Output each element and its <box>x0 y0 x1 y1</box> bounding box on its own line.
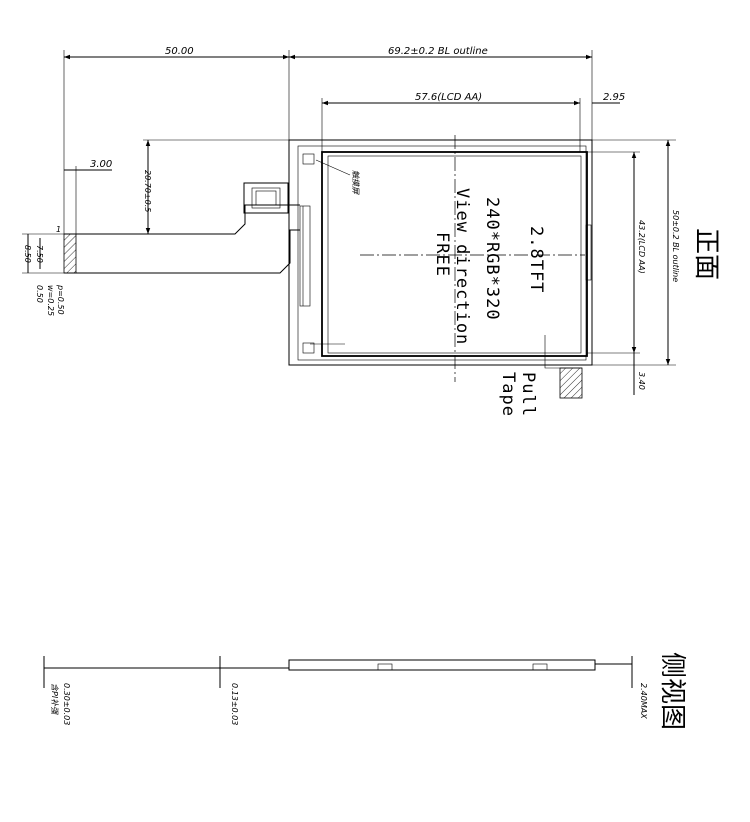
resolution-label: 240*RGB*320 <box>482 197 502 321</box>
dim-left-offset: 50.00 <box>165 46 194 57</box>
side-view: 0.30±0.03 含PI补强 0.13±0.03 2.40MAX 侧视图 <box>43 652 687 730</box>
dim-lcd-aa-width: 57.6(LCD AA) <box>415 92 482 103</box>
dim-lcd-aa-height: 43.2(LCD AA) <box>637 220 646 274</box>
fpc-tail <box>64 204 300 274</box>
view-direction-value: FREE <box>432 232 452 277</box>
lcd-view-area <box>327 155 582 354</box>
panel-label: 2.8TFT <box>526 226 546 293</box>
dim-stiffener-note: 含PI补强 <box>50 683 59 715</box>
dim-fpc-750: 7.50 <box>35 245 44 263</box>
pull-tape-line2: Tape <box>498 372 518 417</box>
dim-fpc-850: 8.50 <box>23 245 32 263</box>
dim-fpc-050: 0.50 <box>35 285 44 303</box>
dim-outline-width: 69.2±0.2 BL outline <box>388 46 488 57</box>
fpc-gold-fingers <box>63 233 77 274</box>
dim-width: w=0.25 <box>46 285 55 316</box>
fpc-connector-chip <box>243 182 289 214</box>
lcd-active-area <box>321 151 588 357</box>
dim-right-margin: 2.95 <box>603 92 625 103</box>
corner-note: 触摸屏 <box>351 170 360 195</box>
backlight-outline <box>288 139 593 366</box>
front-view: 50.00 69.2±0.2 BL outline 57.6(LCD AA) 2… <box>22 46 721 417</box>
dim-outline-height: 50±0.2 BL outline <box>671 210 680 282</box>
pin-one-mark: 1 <box>56 225 61 234</box>
dim-max-thickness: 2.40MAX <box>639 683 648 719</box>
panel-left-strip <box>299 205 311 307</box>
corner-mark-bottom <box>302 342 315 354</box>
dim-pitch: p=0.50 <box>56 284 65 315</box>
front-view-title: 正面 <box>691 228 721 280</box>
side-module-body <box>288 659 596 671</box>
side-view-title: 侧视图 <box>657 652 687 730</box>
dim-tail-width: 3.00 <box>90 159 112 170</box>
dim-bottom-margin: 3.40 <box>637 372 646 390</box>
dim-tail-height: 20.70±0.5 <box>143 170 152 212</box>
pull-tape-line1: Pull <box>518 372 538 417</box>
pull-tape <box>559 367 583 399</box>
dim-fpc-thickness: 0.13±0.03 <box>230 683 239 725</box>
corner-mark-top <box>302 153 315 165</box>
view-direction-label: View direction <box>452 188 472 345</box>
dim-stiffener: 0.30±0.03 <box>62 683 71 725</box>
